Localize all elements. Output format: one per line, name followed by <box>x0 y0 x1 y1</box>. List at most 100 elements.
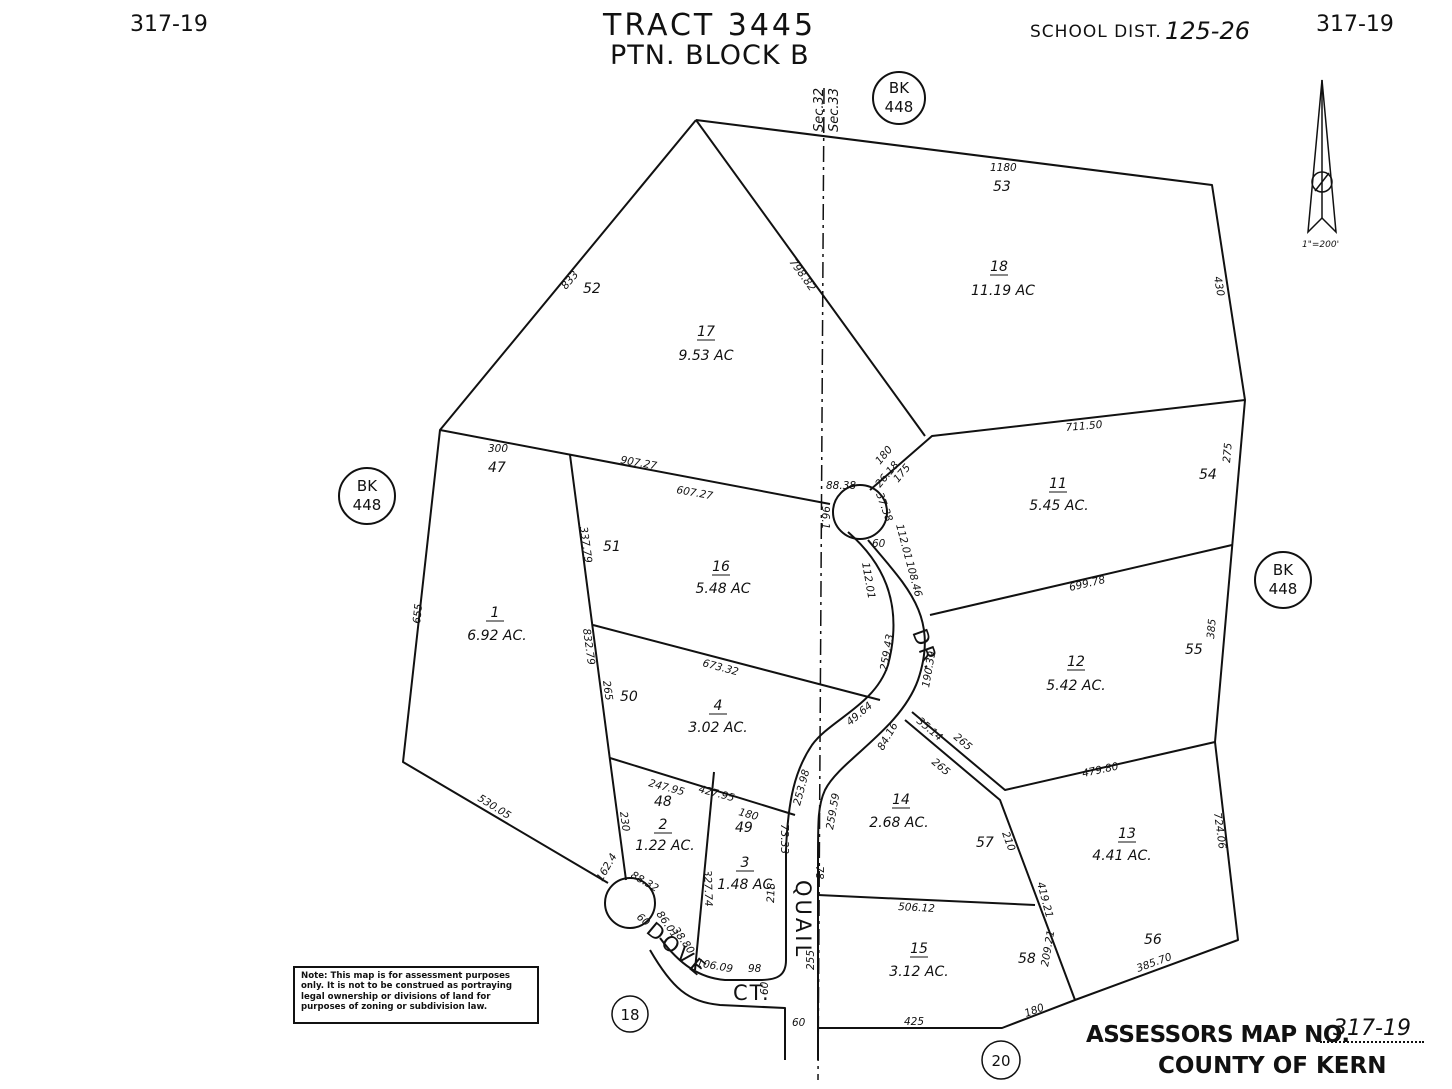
line-14-15 <box>817 894 1036 906</box>
svg-text:833: 833 <box>559 269 581 292</box>
svg-text:1: 1 <box>491 605 500 621</box>
line-48-49 <box>609 757 796 816</box>
parcel-4: 43.02 AC. <box>688 698 747 736</box>
svg-text:78: 78 <box>813 866 825 880</box>
svg-text:48: 48 <box>654 794 672 810</box>
svg-text:385: 385 <box>1205 618 1219 639</box>
parcel-14: 142.68 AC. <box>869 792 928 831</box>
svg-text:20: 20 <box>991 1052 1010 1070</box>
parcel-1: 1 6.92 AC. <box>467 605 526 644</box>
svg-text:50: 50 <box>620 689 638 705</box>
quail-dr-west-edge <box>659 531 895 981</box>
svg-text:17: 17 <box>697 324 715 340</box>
disclaimer-note: Note: This map is for assessment purpose… <box>293 966 539 1024</box>
svg-text:724.06: 724.06 <box>1211 812 1228 850</box>
svg-text:5.48 AC: 5.48 AC <box>696 581 751 597</box>
svg-text:673.32: 673.32 <box>701 657 740 678</box>
svg-text:58: 58 <box>1018 951 1036 967</box>
lot-numbers: 47 48 49 50 51 52 53 54 55 56 57 58 <box>488 179 1217 967</box>
section-label-33: Sec.33 <box>827 88 842 132</box>
book-ref-west: BK 448 <box>338 467 396 525</box>
svg-text:265: 265 <box>929 756 952 778</box>
outer-boundary <box>402 119 1246 1060</box>
svg-text:57: 57 <box>976 835 994 851</box>
svg-text:430: 430 <box>1211 275 1226 297</box>
svg-text:448: 448 <box>885 98 914 116</box>
parcel-boundaries <box>402 119 1246 1060</box>
block-title: PTN. BLOCK B <box>610 40 810 71</box>
svg-text:11: 11 <box>1049 476 1067 492</box>
line-14-57 <box>904 719 1076 1001</box>
svg-text:506.12: 506.12 <box>898 901 936 915</box>
line-diag-17 <box>695 119 926 437</box>
svg-text:180: 180 <box>1023 1002 1046 1020</box>
svg-text:230: 230 <box>617 811 632 833</box>
book-ref-north: BK 448 <box>872 71 926 125</box>
svg-text:3.02 AC.: 3.02 AC. <box>688 720 747 736</box>
svg-text:607.27: 607.27 <box>675 484 714 502</box>
svg-text:798.82: 798.82 <box>787 257 818 294</box>
svg-text:655: 655 <box>411 603 425 625</box>
svg-text:210: 210 <box>999 830 1017 853</box>
line-51-1 <box>569 454 627 881</box>
parcel-13: 13 4.41 AC. <box>1092 826 1151 864</box>
svg-text:255: 255 <box>805 950 817 970</box>
map-ref-right: 317-19 <box>1316 12 1394 37</box>
svg-text:16: 16 <box>712 559 730 575</box>
svg-text:55: 55 <box>1185 642 1203 658</box>
school-dist-value: 125-26 <box>1165 17 1251 45</box>
street-quail: QUAIL <box>791 880 815 959</box>
line-11-top <box>869 399 1246 491</box>
svg-text:448: 448 <box>353 496 382 514</box>
parcel-15: 153.12 AC. <box>889 941 948 980</box>
svg-text:13: 13 <box>1118 826 1136 842</box>
svg-text:37.38: 37.38 <box>873 491 895 524</box>
svg-text:96.1: 96.1 <box>819 506 831 529</box>
tract-title: TRACT 3445 <box>603 8 817 43</box>
svg-text:88.38: 88.38 <box>826 480 856 492</box>
svg-text:832.79: 832.79 <box>580 628 597 666</box>
svg-text:907.27: 907.27 <box>619 454 658 472</box>
svg-text:300: 300 <box>488 443 508 455</box>
adjacent-map-18: 18 <box>611 995 649 1033</box>
svg-text:711.50: 711.50 <box>1065 419 1103 434</box>
svg-text:259.59: 259.59 <box>824 792 842 831</box>
svg-text:1.48 AC.: 1.48 AC. <box>717 877 776 893</box>
svg-text:51: 51 <box>603 539 621 555</box>
svg-text:699.78: 699.78 <box>1068 574 1107 594</box>
section-line <box>817 87 825 1081</box>
svg-text:4.41 AC.: 4.41 AC. <box>1092 848 1151 864</box>
svg-text:448: 448 <box>1269 580 1298 598</box>
svg-text:5.45 AC.: 5.45 AC. <box>1029 498 1088 514</box>
svg-text:12: 12 <box>1067 654 1085 670</box>
svg-text:5.42 AC.: 5.42 AC. <box>1046 678 1105 694</box>
line-2-3 <box>694 771 715 971</box>
svg-text:18: 18 <box>990 259 1008 275</box>
school-dist-label: SCHOOL DIST. <box>1030 22 1162 42</box>
svg-text:18: 18 <box>620 1006 639 1024</box>
svg-text:479.80: 479.80 <box>1081 760 1120 779</box>
svg-text:112.01: 112.01 <box>859 561 877 599</box>
parcel-3: 3 1.48 AC. <box>717 855 776 893</box>
svg-text:52: 52 <box>583 281 601 297</box>
svg-text:84.16: 84.16 <box>875 720 901 752</box>
parcel-labels: 16.92 AC. 21.22 AC. 31.48 AC. 43.02 AC. … <box>467 259 1151 980</box>
svg-text:265: 265 <box>951 731 974 753</box>
line-47-51 <box>439 429 831 505</box>
svg-text:BK: BK <box>1273 561 1294 579</box>
svg-text:60: 60 <box>792 1017 806 1029</box>
svg-text:60: 60 <box>872 538 886 550</box>
svg-text:112.01: 112.01 <box>893 523 914 562</box>
svg-text:3: 3 <box>741 855 750 871</box>
svg-text:49: 49 <box>735 820 753 836</box>
adjacent-map-20: 20 <box>981 1040 1021 1080</box>
svg-text:9.53 AC: 9.53 AC <box>679 348 734 364</box>
svg-text:425: 425 <box>904 1016 924 1028</box>
map-scale: 1"=200' <box>1302 240 1339 250</box>
svg-text:6.92 AC.: 6.92 AC. <box>467 628 526 644</box>
svg-text:53: 53 <box>993 179 1011 195</box>
north-arrow-icon <box>1307 79 1337 234</box>
svg-text:88.32: 88.32 <box>629 869 661 895</box>
line-16-4 <box>592 624 881 701</box>
